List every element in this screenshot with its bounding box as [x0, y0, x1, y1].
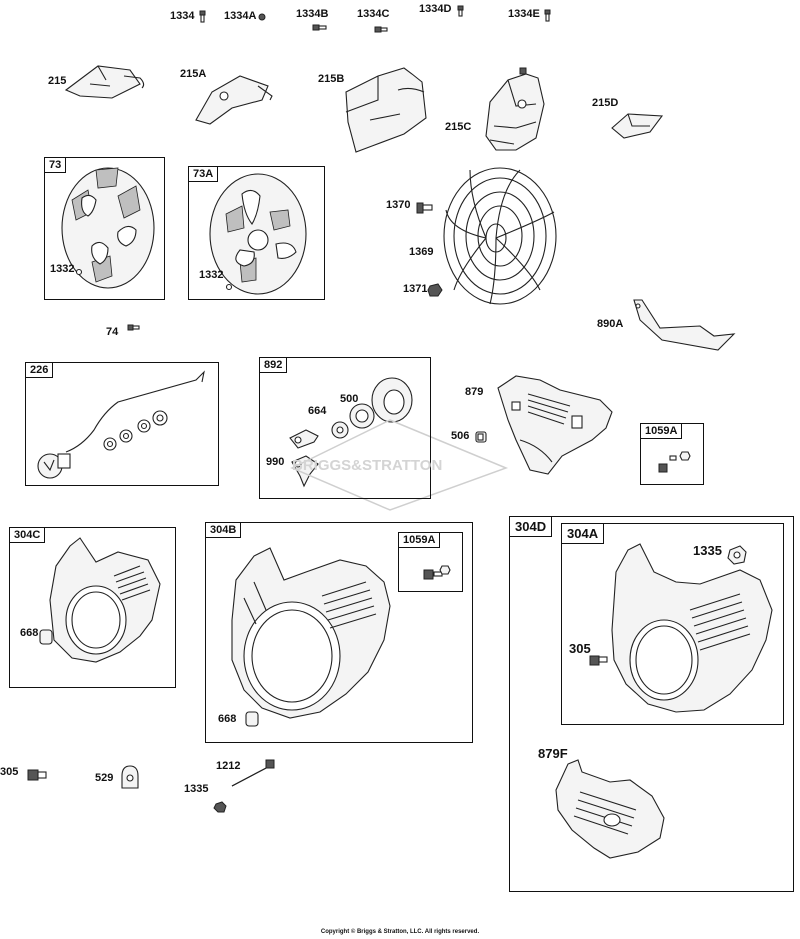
label-664: 664: [308, 405, 327, 417]
label-1334d: 1334D: [419, 3, 452, 15]
label-1334c: 1334C: [357, 8, 390, 20]
box-304a: 304A: [561, 523, 784, 725]
label-990: 990: [266, 456, 285, 468]
label-1335-a: 1335: [693, 543, 722, 558]
label-1371: 1371: [403, 283, 428, 295]
screw-1334e: [544, 9, 551, 22]
nut-1335-a: [727, 545, 747, 565]
box-73a: 73A: [188, 166, 325, 300]
label-215c: 215C: [445, 121, 472, 133]
box-304b-tag: 304B: [205, 522, 242, 538]
bracket-215d: [611, 113, 664, 139]
box-892: 892: [259, 357, 431, 499]
label-879f: 879F: [538, 746, 568, 761]
box-304c-tag: 304C: [9, 527, 46, 543]
label-1332-b: 1332: [199, 269, 224, 281]
brand-watermark: BRIGGS&STRATTON: [292, 457, 443, 474]
box-304d: 304D: [509, 516, 794, 892]
cover-879f: [555, 759, 665, 859]
box-304d-tag: 304D: [509, 516, 553, 537]
box-1059a-1: 1059A: [640, 423, 704, 485]
screw-1059a-2: [423, 565, 451, 580]
screw-74: [127, 324, 140, 331]
screw-1334b: [312, 24, 327, 31]
label-529: 529: [95, 772, 114, 784]
plug-668-2: [245, 711, 259, 727]
choke-cable-226: [37, 370, 205, 479]
label-74: 74: [106, 326, 119, 338]
box-73: 73: [44, 157, 165, 300]
copyright-notice: Copyright © Briggs & Stratton, LLC. All …: [320, 929, 480, 935]
label-1332-a: 1332: [50, 263, 75, 275]
box-304b: 304B: [205, 522, 473, 743]
box-73a-tag: 73A: [188, 166, 219, 182]
label-668-a: 668: [20, 627, 39, 639]
stud-1212: [231, 759, 275, 787]
label-305-a: 305: [569, 641, 591, 656]
label-1334: 1334: [170, 10, 195, 22]
box-304a-tag: 304A: [561, 523, 605, 544]
label-668-b: 668: [218, 713, 237, 725]
bracket-890a: [633, 299, 736, 351]
nut-1371: [427, 283, 443, 297]
housing-304a: [611, 543, 773, 713]
brand-watermark-shape: [290, 419, 509, 511]
label-215: 215: [48, 75, 67, 87]
screw-1334d: [457, 5, 464, 17]
box-1059a-2-tag: 1059A: [398, 532, 441, 548]
box-73-tag: 73: [44, 157, 67, 173]
nut-1335-b: [213, 801, 227, 813]
key-switch-892: [289, 377, 413, 488]
cover-879: [497, 375, 613, 475]
label-890a: 890A: [597, 318, 624, 330]
box-1059a-2: 1059A: [398, 532, 463, 592]
label-1334e: 1334E: [508, 8, 540, 20]
label-1334b: 1334B: [296, 8, 329, 20]
label-1335-b: 1335: [184, 783, 209, 795]
box-892-tag: 892: [259, 357, 288, 373]
label-1334a: 1334A: [224, 10, 257, 22]
label-215a: 215A: [180, 68, 207, 80]
screen-73: [61, 167, 155, 289]
bracket-215a: [195, 75, 273, 125]
screw-1334c: [374, 26, 388, 33]
screw-1059a-1: [658, 451, 691, 473]
label-215b: 215B: [318, 73, 345, 85]
bolt-305-b: [27, 769, 47, 781]
label-1212: 1212: [216, 760, 241, 772]
label-1369: 1369: [409, 246, 434, 258]
shroud-215b: [345, 67, 427, 153]
label-1370: 1370: [386, 199, 411, 211]
screen-73a: [209, 173, 307, 295]
box-226: 226: [25, 362, 219, 486]
screw-1334a: [258, 13, 266, 21]
screw-1334: [199, 10, 206, 23]
grommet-529: [121, 765, 139, 789]
housing-304c: [49, 537, 161, 663]
cover-215c: [485, 67, 545, 151]
label-506: 506: [451, 430, 470, 442]
bracket-215: [64, 65, 145, 99]
label-305-b: 305: [0, 766, 19, 778]
label-879: 879: [465, 386, 484, 398]
bolt-1370: [416, 202, 433, 214]
label-215d: 215D: [592, 97, 619, 109]
box-226-tag: 226: [25, 362, 54, 378]
housing-304b: [231, 547, 391, 719]
screw-305-a: [589, 655, 608, 666]
grille-1369: [443, 167, 557, 305]
box-1059a-1-tag: 1059A: [640, 423, 683, 439]
plug-668-1: [39, 629, 53, 645]
label-500: 500: [340, 393, 359, 405]
box-304c: 304C: [9, 527, 176, 688]
plug-506: [475, 431, 487, 443]
